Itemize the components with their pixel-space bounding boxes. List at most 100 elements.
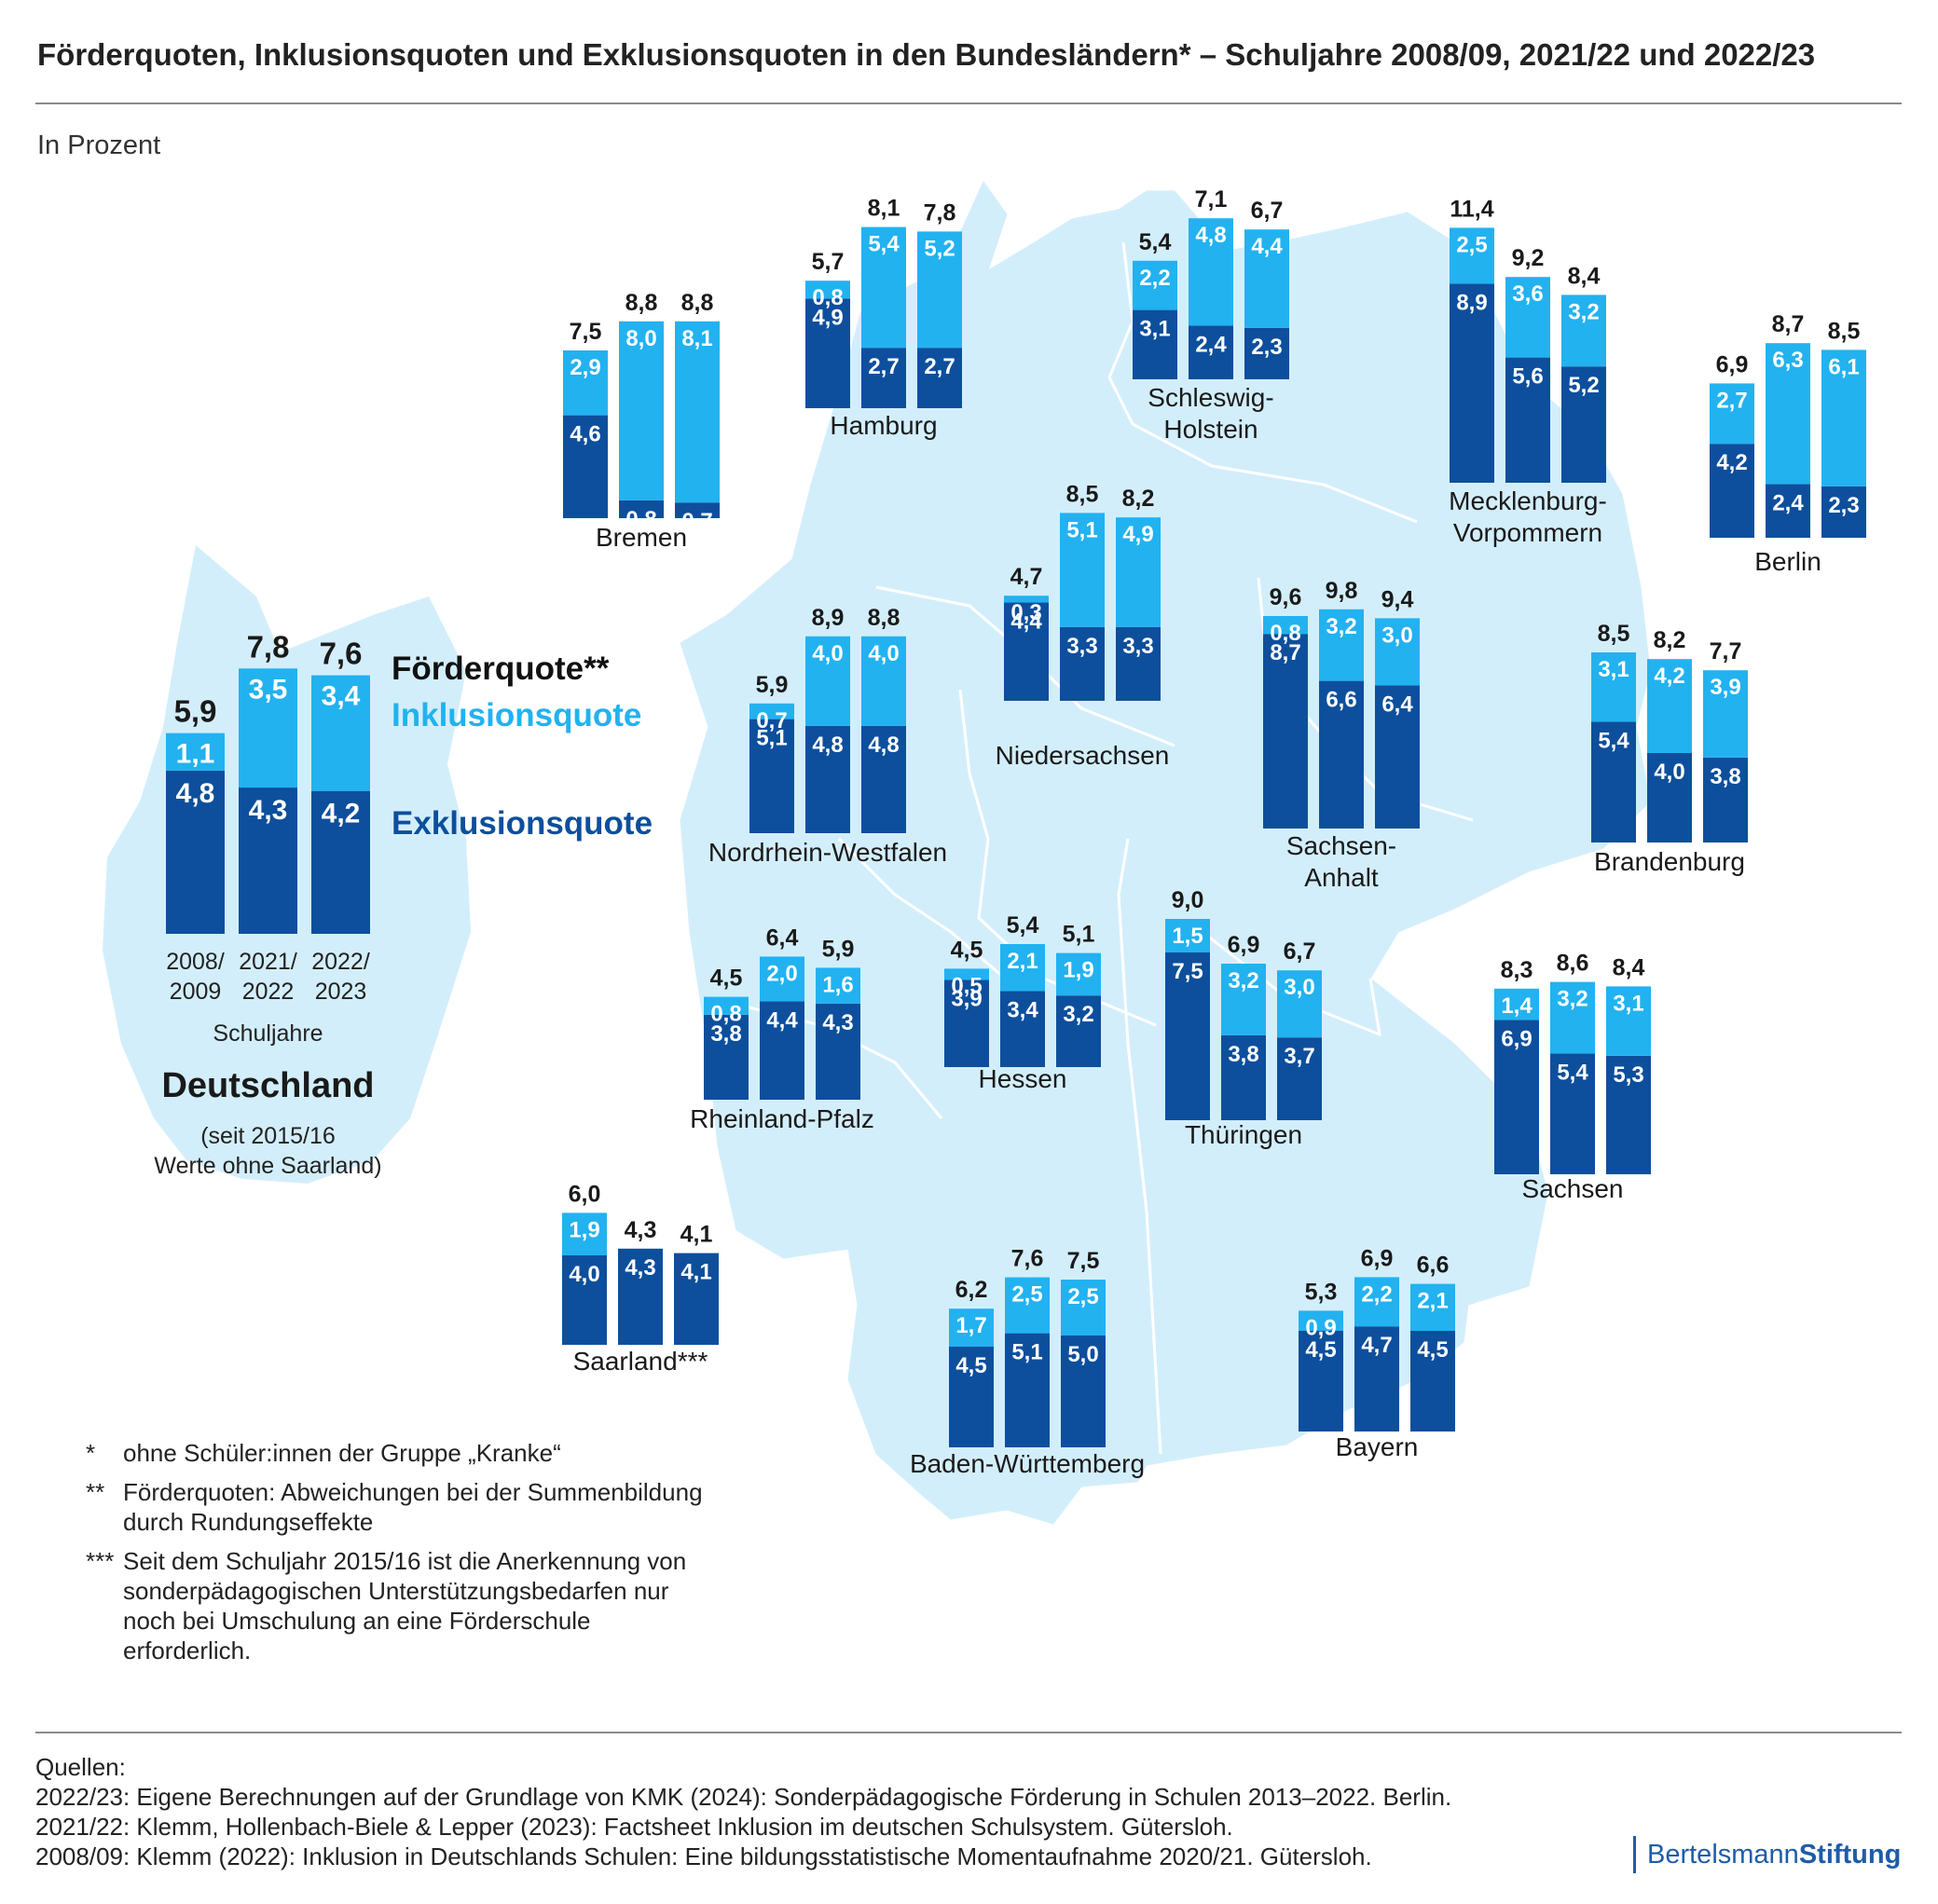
label-foerderquote: 8,7 [1772,311,1805,337]
bar-exklusion [675,502,720,518]
bar-exklusion [1056,995,1101,1067]
label-foerderquote: 11,4 [1450,196,1493,222]
region-name: Mecklenburg- [1449,486,1607,515]
label-foerderquote: 8,6 [1557,951,1589,977]
label-inklusion: 1,7 [955,1313,986,1338]
footnote-mark: * [86,1439,96,1467]
bar-exklusion [1450,283,1494,483]
label-exklusion: 5,4 [1598,728,1629,753]
region-note: Werte ohne Saarland) [154,1153,381,1179]
legend-foerderquote: Förderquote** [392,651,610,687]
label-foerderquote: 7,5 [570,319,602,345]
label-inklusion: 2,0 [766,961,797,986]
bar-inklusion [1319,609,1364,681]
bar-exklusion [239,788,297,934]
label-inklusion: 1,4 [1501,993,1533,1019]
bar-exklusion [1299,1331,1343,1431]
region-name: Schleswig- [1148,383,1273,412]
label-foerderquote: 8,5 [1828,318,1861,344]
label-exklusion: 2,7 [868,354,899,379]
label-exklusion: 4,2 [1716,450,1747,475]
bertelsmann-stiftung-logo: BertelsmannStiftung [1633,1836,1901,1873]
label-inklusion: 1,5 [1172,924,1203,949]
bar-inklusion [1450,227,1494,284]
label-exklusion: 3,8 [1228,1042,1258,1067]
label-inklusion: 2,9 [570,355,600,380]
brand-part-2: Stiftung [1798,1840,1902,1870]
bar-exklusion [1005,1333,1050,1447]
region-name: Vorpommern [1453,518,1602,547]
bar-exklusion [1766,484,1810,538]
bar-inklusion [562,1212,607,1255]
bar-inklusion [1221,964,1266,1035]
region-name: Hamburg [830,411,937,440]
sources: Quellen: 2022/23: Eigene Berechnungen au… [35,1752,1451,1871]
region-name: Thüringen [1185,1120,1302,1149]
bar-exklusion [1505,357,1550,483]
bar-inklusion [1116,517,1161,627]
legend-exklusionsquote: Exklusionsquote [392,805,653,842]
region-name: Sachsen [1522,1174,1624,1203]
label-exklusion: 8,7 [1270,640,1300,665]
sources-heading: Quellen: [35,1753,126,1781]
bar-exklusion [166,770,225,934]
label-exklusion: 3,7 [1284,1044,1314,1069]
bar-exklusion [1061,1336,1106,1447]
label-foerderquote: 5,9 [174,694,217,729]
label-inklusion: 2,5 [1011,1282,1042,1308]
label-exklusion: 4,4 [1010,609,1042,634]
bar-exklusion [749,719,794,833]
bar-inklusion [1263,616,1308,635]
brand-part-1: Bertelsmann [1647,1840,1799,1870]
label-inklusion: 3,1 [1613,991,1643,1016]
label-foerderquote: 6,6 [1417,1253,1450,1279]
label-exklusion: 2,7 [924,354,955,379]
region-name: Anhalt [1304,863,1379,892]
region-name: Baden-Württemberg [910,1449,1145,1478]
label-exklusion: 4,0 [569,1262,599,1287]
school-year-label: 2022/ [311,949,370,975]
footnote-2: **Förderquoten: Abweichungen bei der Sum… [86,1477,720,1537]
bar-inklusion [619,321,664,500]
school-year-label: 2022 [242,979,295,1005]
label-inklusion: 3,5 [249,674,288,705]
bar-inklusion [861,226,906,349]
label-inklusion: 0,7 [756,708,787,733]
label-foerderquote: 5,1 [1063,922,1095,948]
school-year-label: 2009 [170,979,222,1005]
label-exklusion: 2,4 [1195,332,1227,357]
label-inklusion: 4,8 [1195,223,1226,248]
bar-inklusion [239,668,297,788]
label-exklusion: 8,9 [1456,290,1487,315]
school-year-label: 2021/ [239,949,297,975]
bar-exklusion [805,725,850,833]
label-exklusion: 4,8 [868,733,899,758]
unit-label: In Prozent [37,130,161,160]
state-border [1132,422,1418,524]
chart-bars: 4,81,15,94,33,57,84,23,47,62008/20092021… [154,186,1866,1478]
bar-exklusion [619,500,664,518]
label-inklusion: 4,0 [812,641,843,666]
region-name: Deutschland [161,1066,374,1105]
label-inklusion: 4,9 [1122,522,1153,547]
region-name: Niedersachsen [996,741,1170,770]
label-foerderquote: 6,9 [1716,351,1749,377]
label-inklusion: 3,4 [322,681,361,712]
region-8: 8,70,89,66,63,29,86,43,09,4Sachsen-Anhal… [1263,578,1420,892]
bar-inklusion [949,1308,994,1347]
bar-exklusion [917,348,962,408]
region-note: (seit 2015/16 [200,1123,336,1149]
region-name: Saarland*** [573,1347,708,1376]
bar-inklusion [944,968,989,980]
label-foerderquote: 7,6 [1011,1246,1044,1272]
label-foerderquote: 6,9 [1228,932,1260,958]
label-foerderquote: 4,5 [951,937,983,963]
bar-inklusion [1000,944,1045,992]
state-border [837,837,1017,990]
label-exklusion: 4,5 [955,1353,986,1378]
bar-exklusion [1319,680,1364,829]
label-exklusion: 2,3 [1251,335,1282,360]
bar-inklusion [1410,1283,1455,1331]
